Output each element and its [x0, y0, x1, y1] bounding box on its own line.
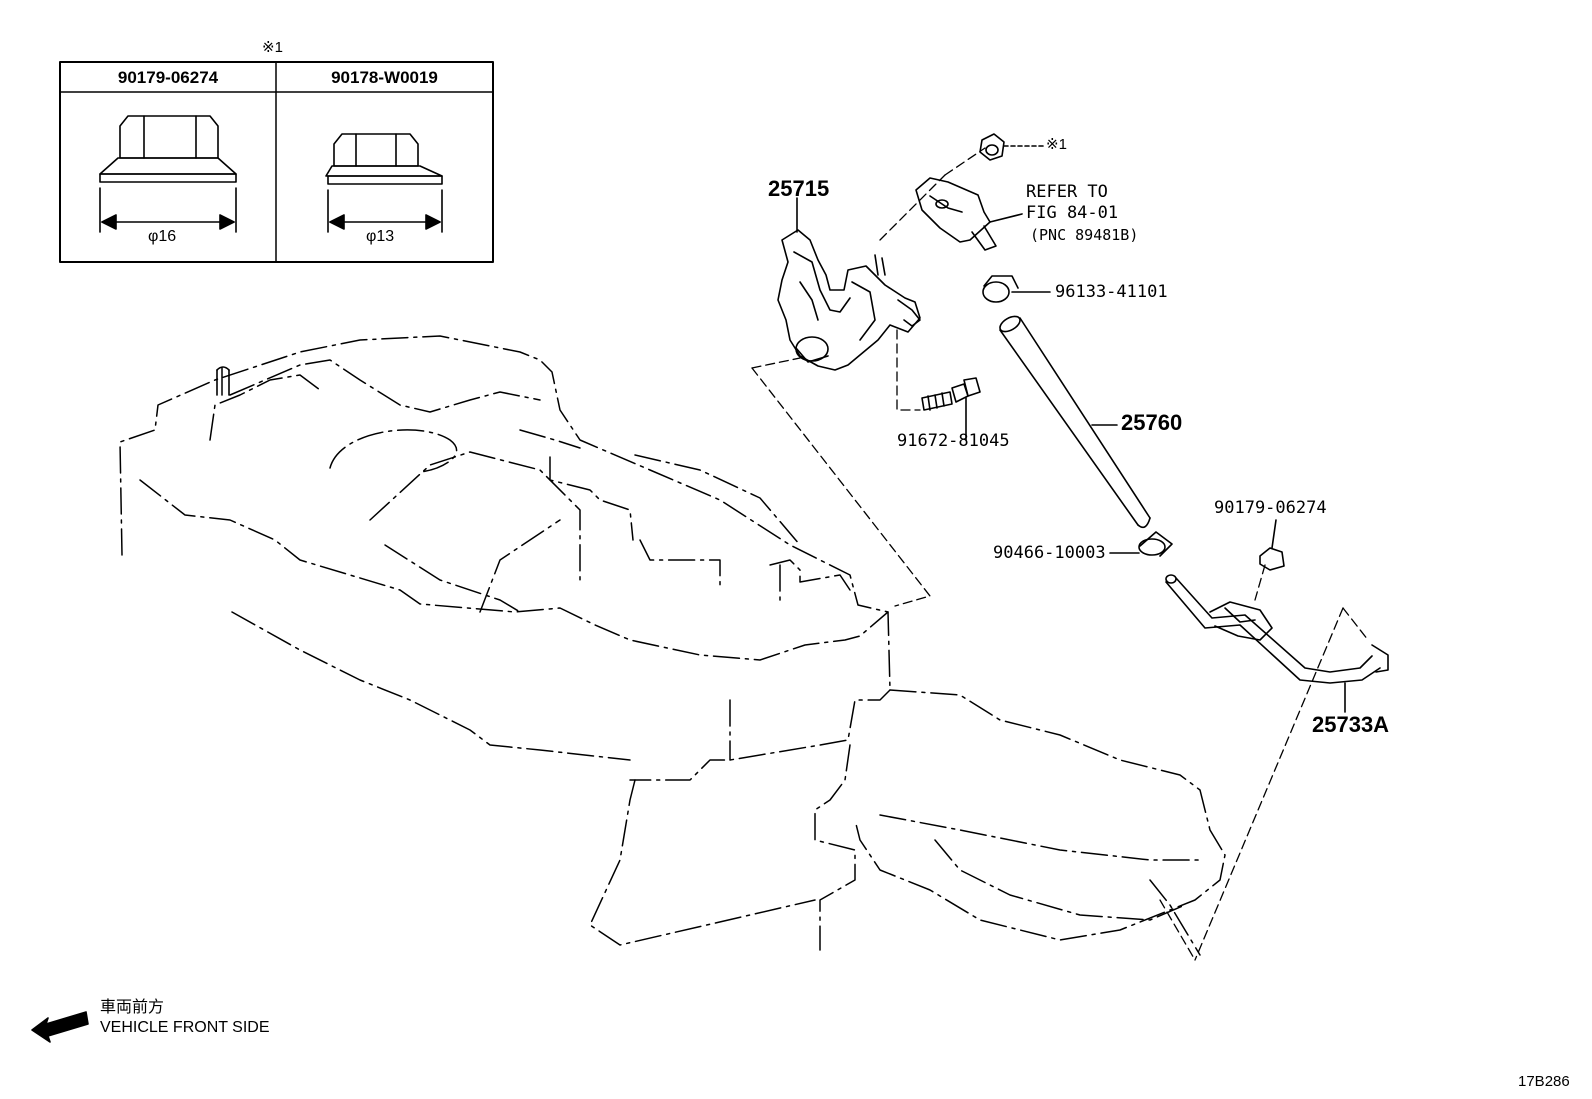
label-refer-2: FIG 84-01 — [1026, 203, 1119, 223]
table-col2-dim: φ13 — [366, 228, 395, 245]
label-25760: 25760 — [1121, 410, 1183, 435]
table-col1-part: 90179-06274 — [117, 68, 219, 87]
label-90179-06274: 90179-06274 — [1214, 498, 1327, 518]
phantom-region-bracket — [751, 147, 986, 607]
table-note-mark: ※1 — [262, 39, 283, 56]
nut-90179-06274-lower — [1259, 519, 1285, 571]
fuel-tank-outline — [119, 335, 1226, 956]
label-25733A: 25733A — [1312, 712, 1390, 737]
nut-top — [979, 133, 1044, 161]
bolt-91672-81045 — [921, 377, 981, 441]
nut-spec-table — [59, 61, 494, 263]
tank-filler-stub — [216, 366, 230, 396]
phantom-region-tube — [1159, 564, 1369, 961]
table-col1-dim: φ16 — [148, 228, 177, 245]
orientation-japanese: 車両前方 — [100, 999, 165, 1016]
label-nut-note: ※1 — [1046, 136, 1067, 153]
table-col2-part: 90178-W0019 — [331, 68, 438, 87]
clamp-90466-10003 — [1109, 531, 1173, 557]
pressure-sensor — [915, 177, 1023, 251]
label-25715: 25715 — [768, 176, 830, 201]
label-96133-41101: 96133-41101 — [1055, 282, 1168, 302]
flange-nut-16-icon — [99, 115, 237, 233]
label-refer-3: (PNC 89481B) — [1030, 226, 1139, 244]
label-90466-10003: 90466-10003 — [993, 543, 1106, 563]
flange-nut-13-icon — [325, 133, 443, 233]
bracket-25715 — [777, 229, 921, 371]
vehicle-front-arrow-icon — [31, 1011, 89, 1043]
hose-25760 — [999, 315, 1151, 529]
clamp-96133-41101 — [982, 275, 1051, 303]
figure-id: 17B286 — [1518, 1073, 1570, 1090]
label-91672-81045: 91672-81045 — [897, 431, 1010, 451]
tube-25733A — [1165, 574, 1389, 713]
orientation-english: VEHICLE FRONT SIDE — [100, 1019, 270, 1036]
label-refer-1: REFER TO — [1026, 182, 1108, 202]
